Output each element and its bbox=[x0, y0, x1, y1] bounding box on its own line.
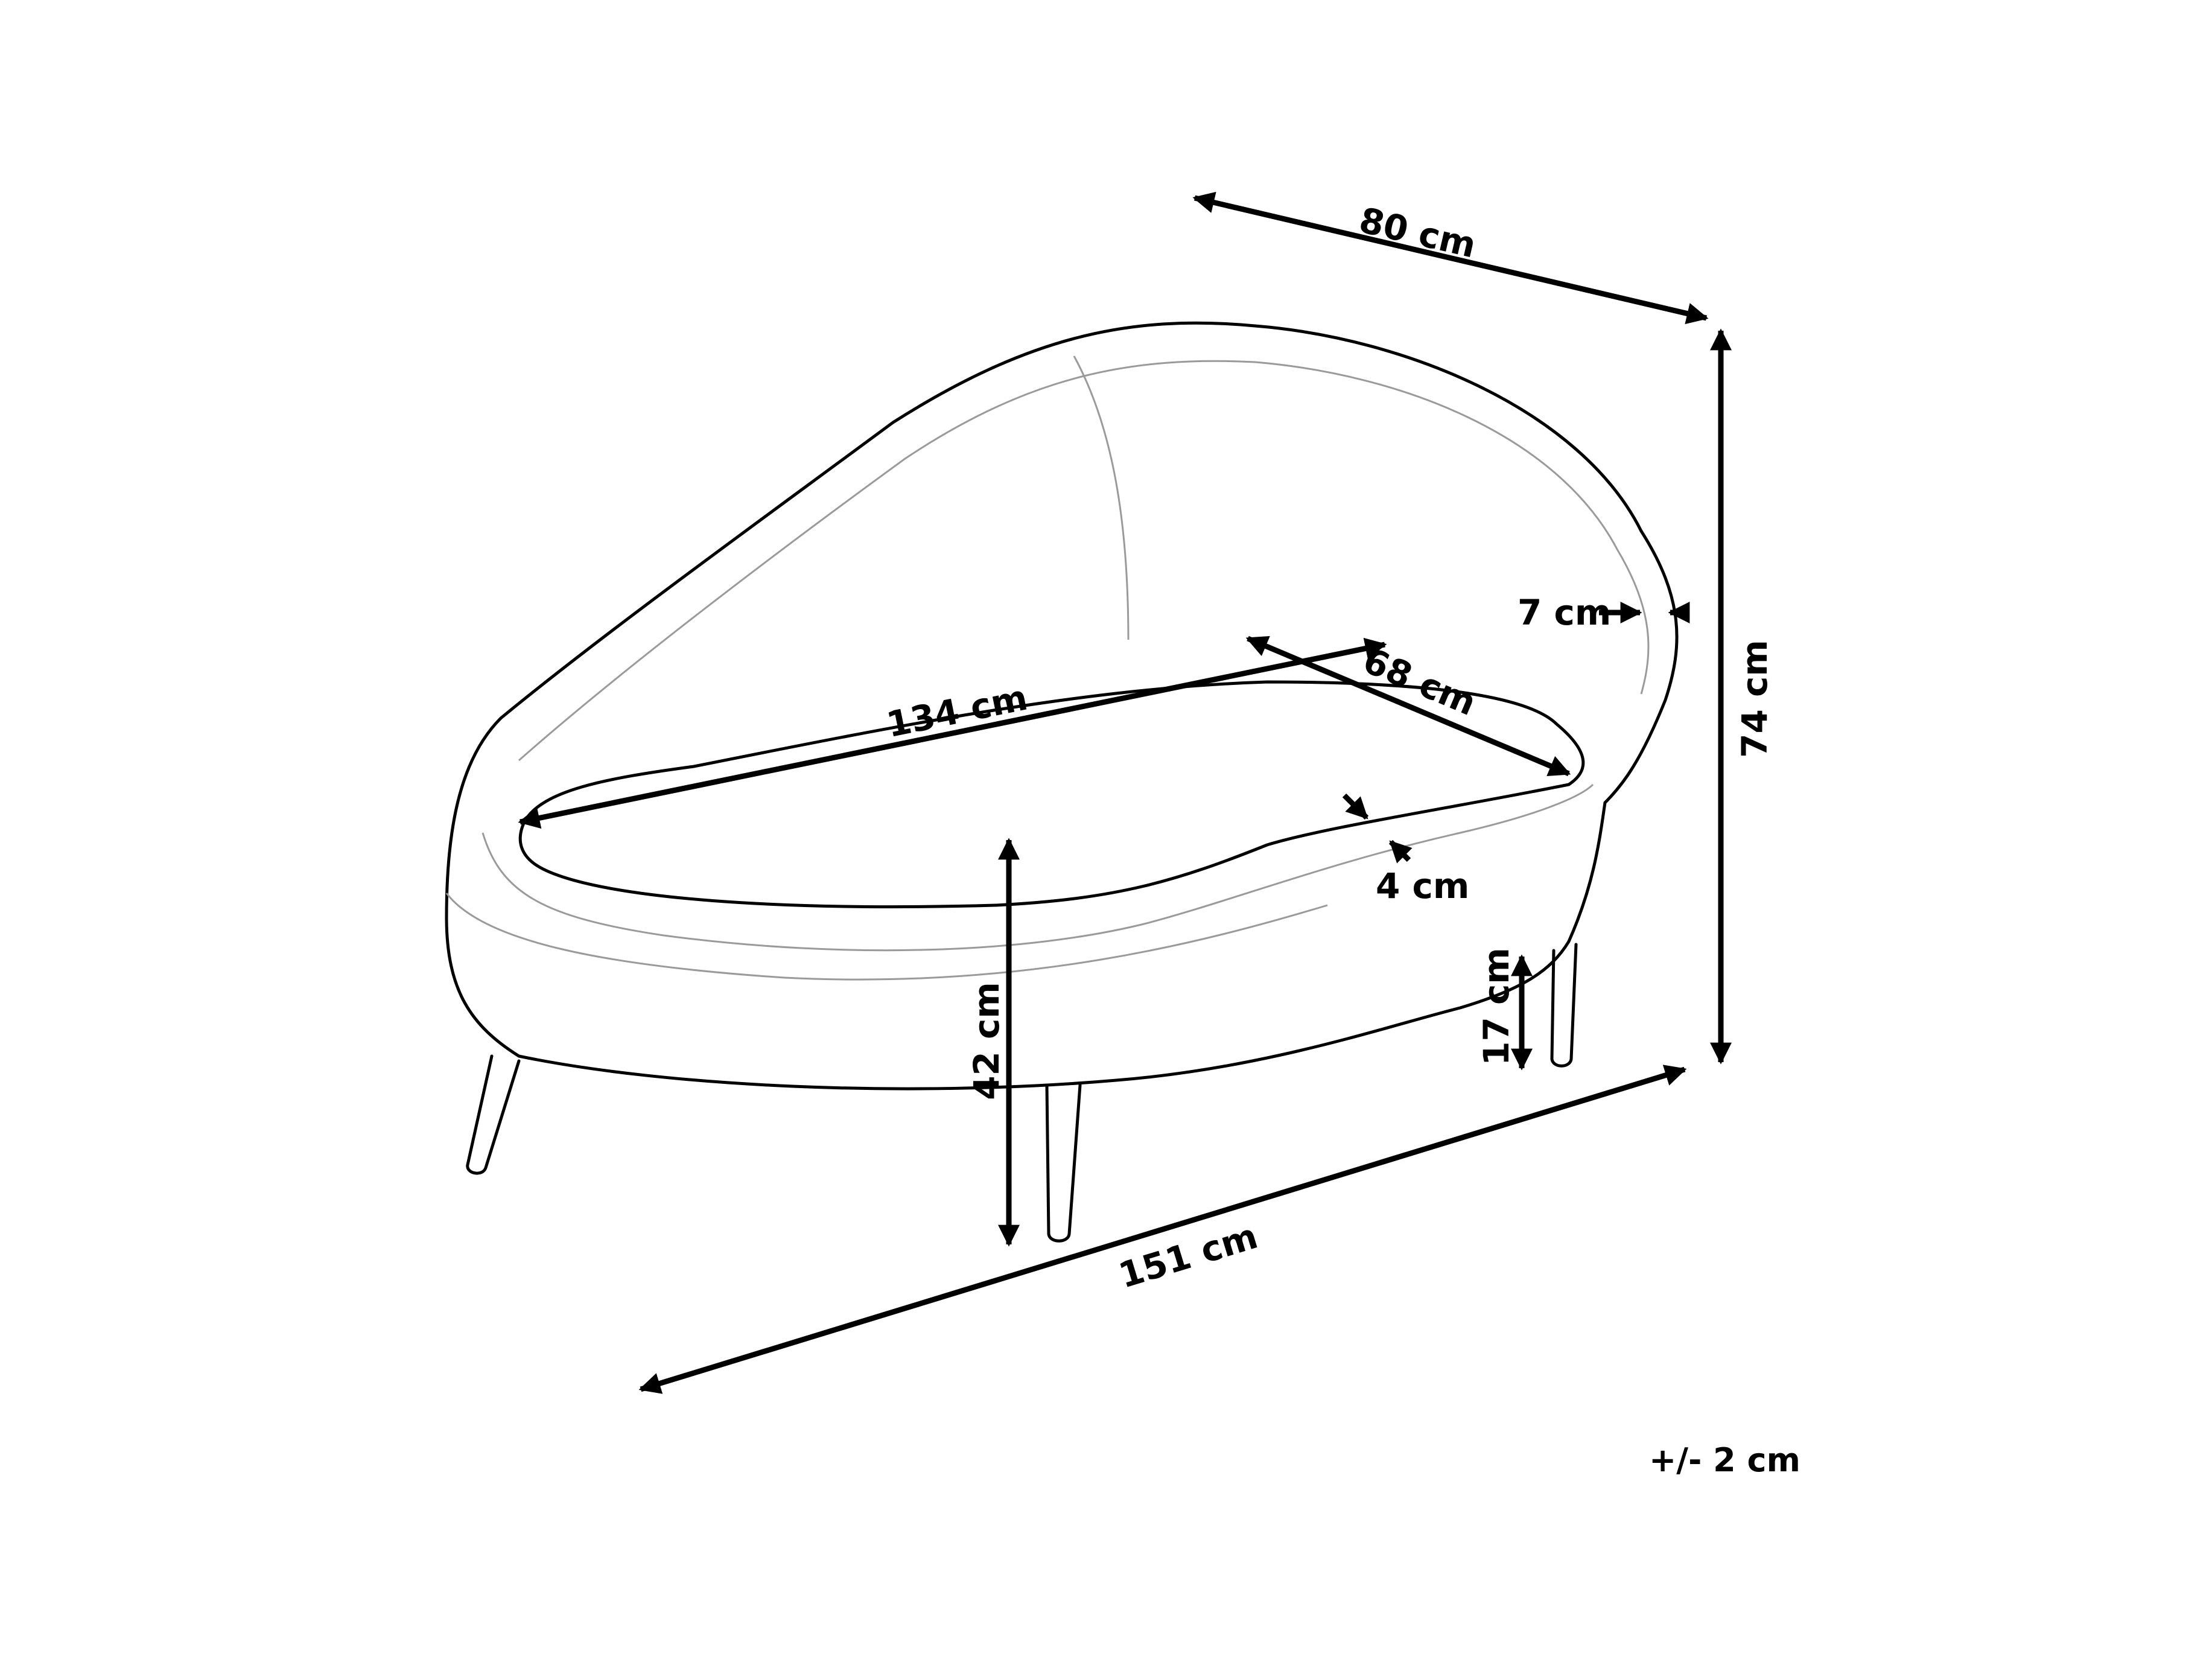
dimension-labels: 80 cm 74 cm 7 cm 134 cm 68 cm 4 cm 42 cm… bbox=[883, 199, 1800, 1479]
seat-length-arrow bbox=[518, 637, 1387, 829]
leg-height-label: 17 cm bbox=[1476, 947, 1517, 1066]
cushion-thickness-arrow-bottom bbox=[1388, 839, 1413, 864]
total-length-label: 151 cm bbox=[1114, 1215, 1262, 1296]
body-front-seam bbox=[445, 893, 1328, 981]
seat-length-label: 134 cm bbox=[883, 677, 1031, 746]
tolerance-label: +/- 2 cm bbox=[1649, 1441, 1800, 1479]
chaise-lounge-drawing bbox=[445, 321, 1679, 1243]
backrest-vertical-seam bbox=[1073, 355, 1130, 640]
seat-cushion-bottom-seam bbox=[481, 783, 1594, 952]
leg-front-right bbox=[1550, 943, 1578, 1068]
armrest-thickness-label: 7 cm bbox=[1518, 592, 1611, 633]
cushion-thickness-label: 4 cm bbox=[1376, 865, 1469, 906]
leg-front-middle bbox=[1045, 1083, 1082, 1243]
cushion-thickness-arrow-top bbox=[1342, 793, 1369, 820]
total-length-arrow bbox=[638, 1065, 1687, 1394]
height-label: 74 cm bbox=[1734, 640, 1775, 758]
depth-arrow bbox=[1192, 191, 1709, 325]
leg-back-left bbox=[466, 1054, 521, 1175]
depth-label: 80 cm bbox=[1355, 199, 1479, 266]
dimension-lines bbox=[518, 191, 1732, 1394]
backrest-inner-seam bbox=[518, 360, 1650, 762]
seat-height-label: 42 cm bbox=[966, 982, 1007, 1100]
seat-depth-arrow bbox=[1245, 635, 1571, 777]
backrest-outline bbox=[499, 321, 1679, 804]
